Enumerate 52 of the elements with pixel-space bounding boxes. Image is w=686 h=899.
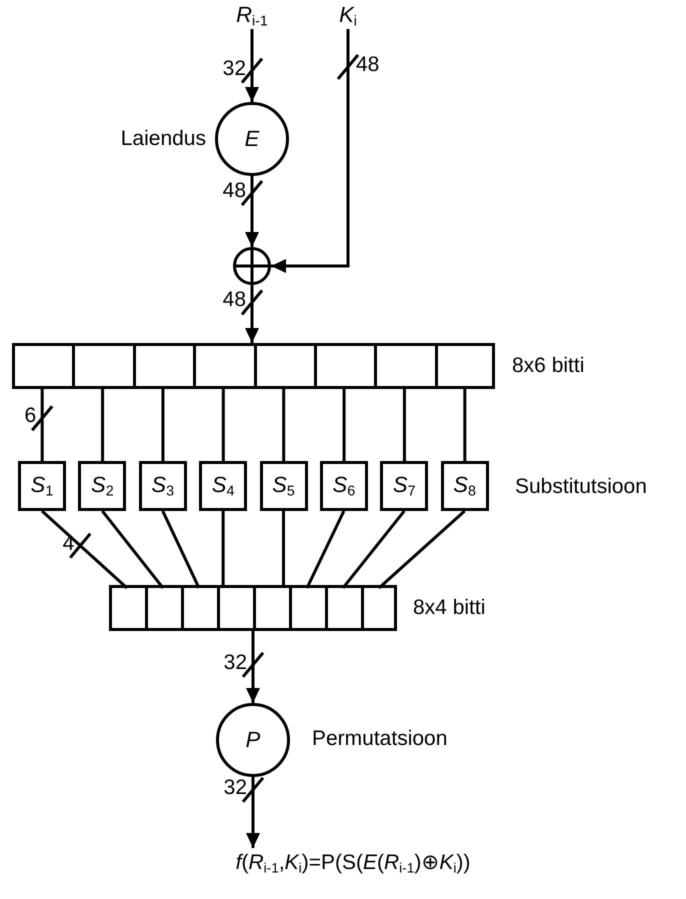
edge-label: 48 bbox=[222, 179, 246, 204]
function-circle: E bbox=[215, 102, 289, 176]
annotation-label: 8x4 bitti bbox=[413, 596, 486, 620]
edge-label: 6 bbox=[24, 404, 36, 428]
register-cell bbox=[434, 346, 495, 386]
annotation-label: Substitutsioon bbox=[515, 475, 647, 499]
connector-line bbox=[222, 511, 225, 588]
connector-line bbox=[378, 510, 466, 590]
connector-line bbox=[402, 386, 406, 461]
s-box: S$_{3}$ bbox=[138, 461, 187, 511]
connector-line bbox=[161, 386, 164, 461]
connector-line bbox=[282, 511, 285, 588]
s-box: S$_{5}$ bbox=[260, 461, 308, 511]
arrow bbox=[271, 29, 350, 273]
edge-label: 48 bbox=[356, 52, 380, 77]
connector-line bbox=[282, 386, 286, 461]
arrow bbox=[245, 285, 259, 343]
s-box: S$_{6}$ bbox=[320, 461, 368, 511]
annotation-label: 8x6 bitti bbox=[512, 354, 584, 378]
arrow bbox=[245, 29, 259, 102]
edge-label: 32 bbox=[224, 776, 247, 800]
connector-line bbox=[463, 386, 466, 461]
register-bar bbox=[12, 343, 495, 389]
edge-label: 32 bbox=[224, 650, 247, 675]
connector-line bbox=[161, 510, 200, 589]
arrow bbox=[245, 176, 259, 247]
edge-label: 32 bbox=[222, 56, 246, 81]
connector-line bbox=[101, 386, 104, 461]
function-circle: P bbox=[216, 703, 290, 777]
annotation-label: Laiendus bbox=[120, 127, 206, 151]
connector-line bbox=[41, 510, 128, 590]
s-box: S$_{8}$ bbox=[440, 461, 489, 511]
connector-line bbox=[40, 386, 44, 461]
formula-text: f(R$_{i-1}$,K$_{i}$)=P(S(E(R$_{i-1}$)⊕K$_{i}$)) bbox=[196, 848, 510, 878]
arrow bbox=[246, 631, 260, 703]
connector-line bbox=[306, 510, 346, 589]
xor-symbol bbox=[233, 247, 271, 285]
annotation-label: Permutatsioon bbox=[312, 727, 448, 751]
edge-label: 48 bbox=[222, 288, 246, 312]
connector-line bbox=[342, 510, 406, 589]
input-label: K$_{i}$ bbox=[334, 3, 362, 29]
register-bar bbox=[109, 585, 397, 631]
s-box: S$_{1}$ bbox=[18, 461, 66, 511]
s-box: S$_{7}$ bbox=[380, 461, 428, 511]
s-box: S$_{2}$ bbox=[78, 461, 126, 511]
arrow bbox=[246, 777, 260, 848]
register-cell bbox=[361, 588, 397, 628]
connector-line bbox=[101, 510, 164, 589]
connector-line bbox=[342, 386, 346, 461]
s-box: S$_{4}$ bbox=[199, 461, 248, 511]
input-label: R$_{i-1}$ bbox=[226, 3, 278, 29]
connector-line bbox=[222, 386, 225, 461]
